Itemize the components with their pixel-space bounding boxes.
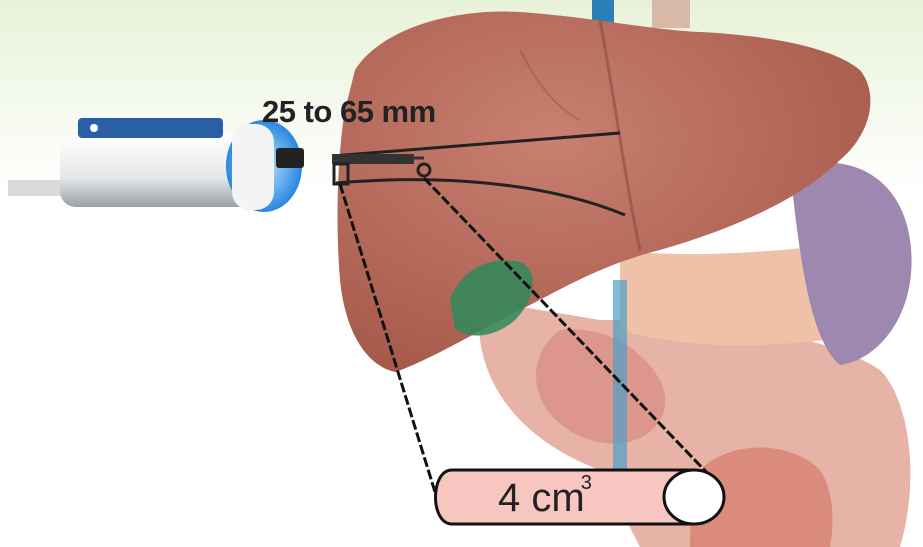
depth-range-label: 25 to 65 mm bbox=[262, 94, 436, 130]
probe-cable bbox=[8, 180, 68, 196]
volume-cylinder-end bbox=[664, 470, 724, 524]
probe-transducer bbox=[276, 148, 304, 168]
volume-label: 4 cm3 bbox=[498, 476, 592, 521]
volume-exponent: 3 bbox=[581, 472, 592, 494]
probe-tip bbox=[232, 124, 274, 210]
volume-value: 4 cm bbox=[498, 476, 585, 520]
vena-cava-top bbox=[652, 0, 690, 28]
probe-band-dot bbox=[90, 124, 98, 132]
probe-label-band bbox=[78, 118, 223, 138]
